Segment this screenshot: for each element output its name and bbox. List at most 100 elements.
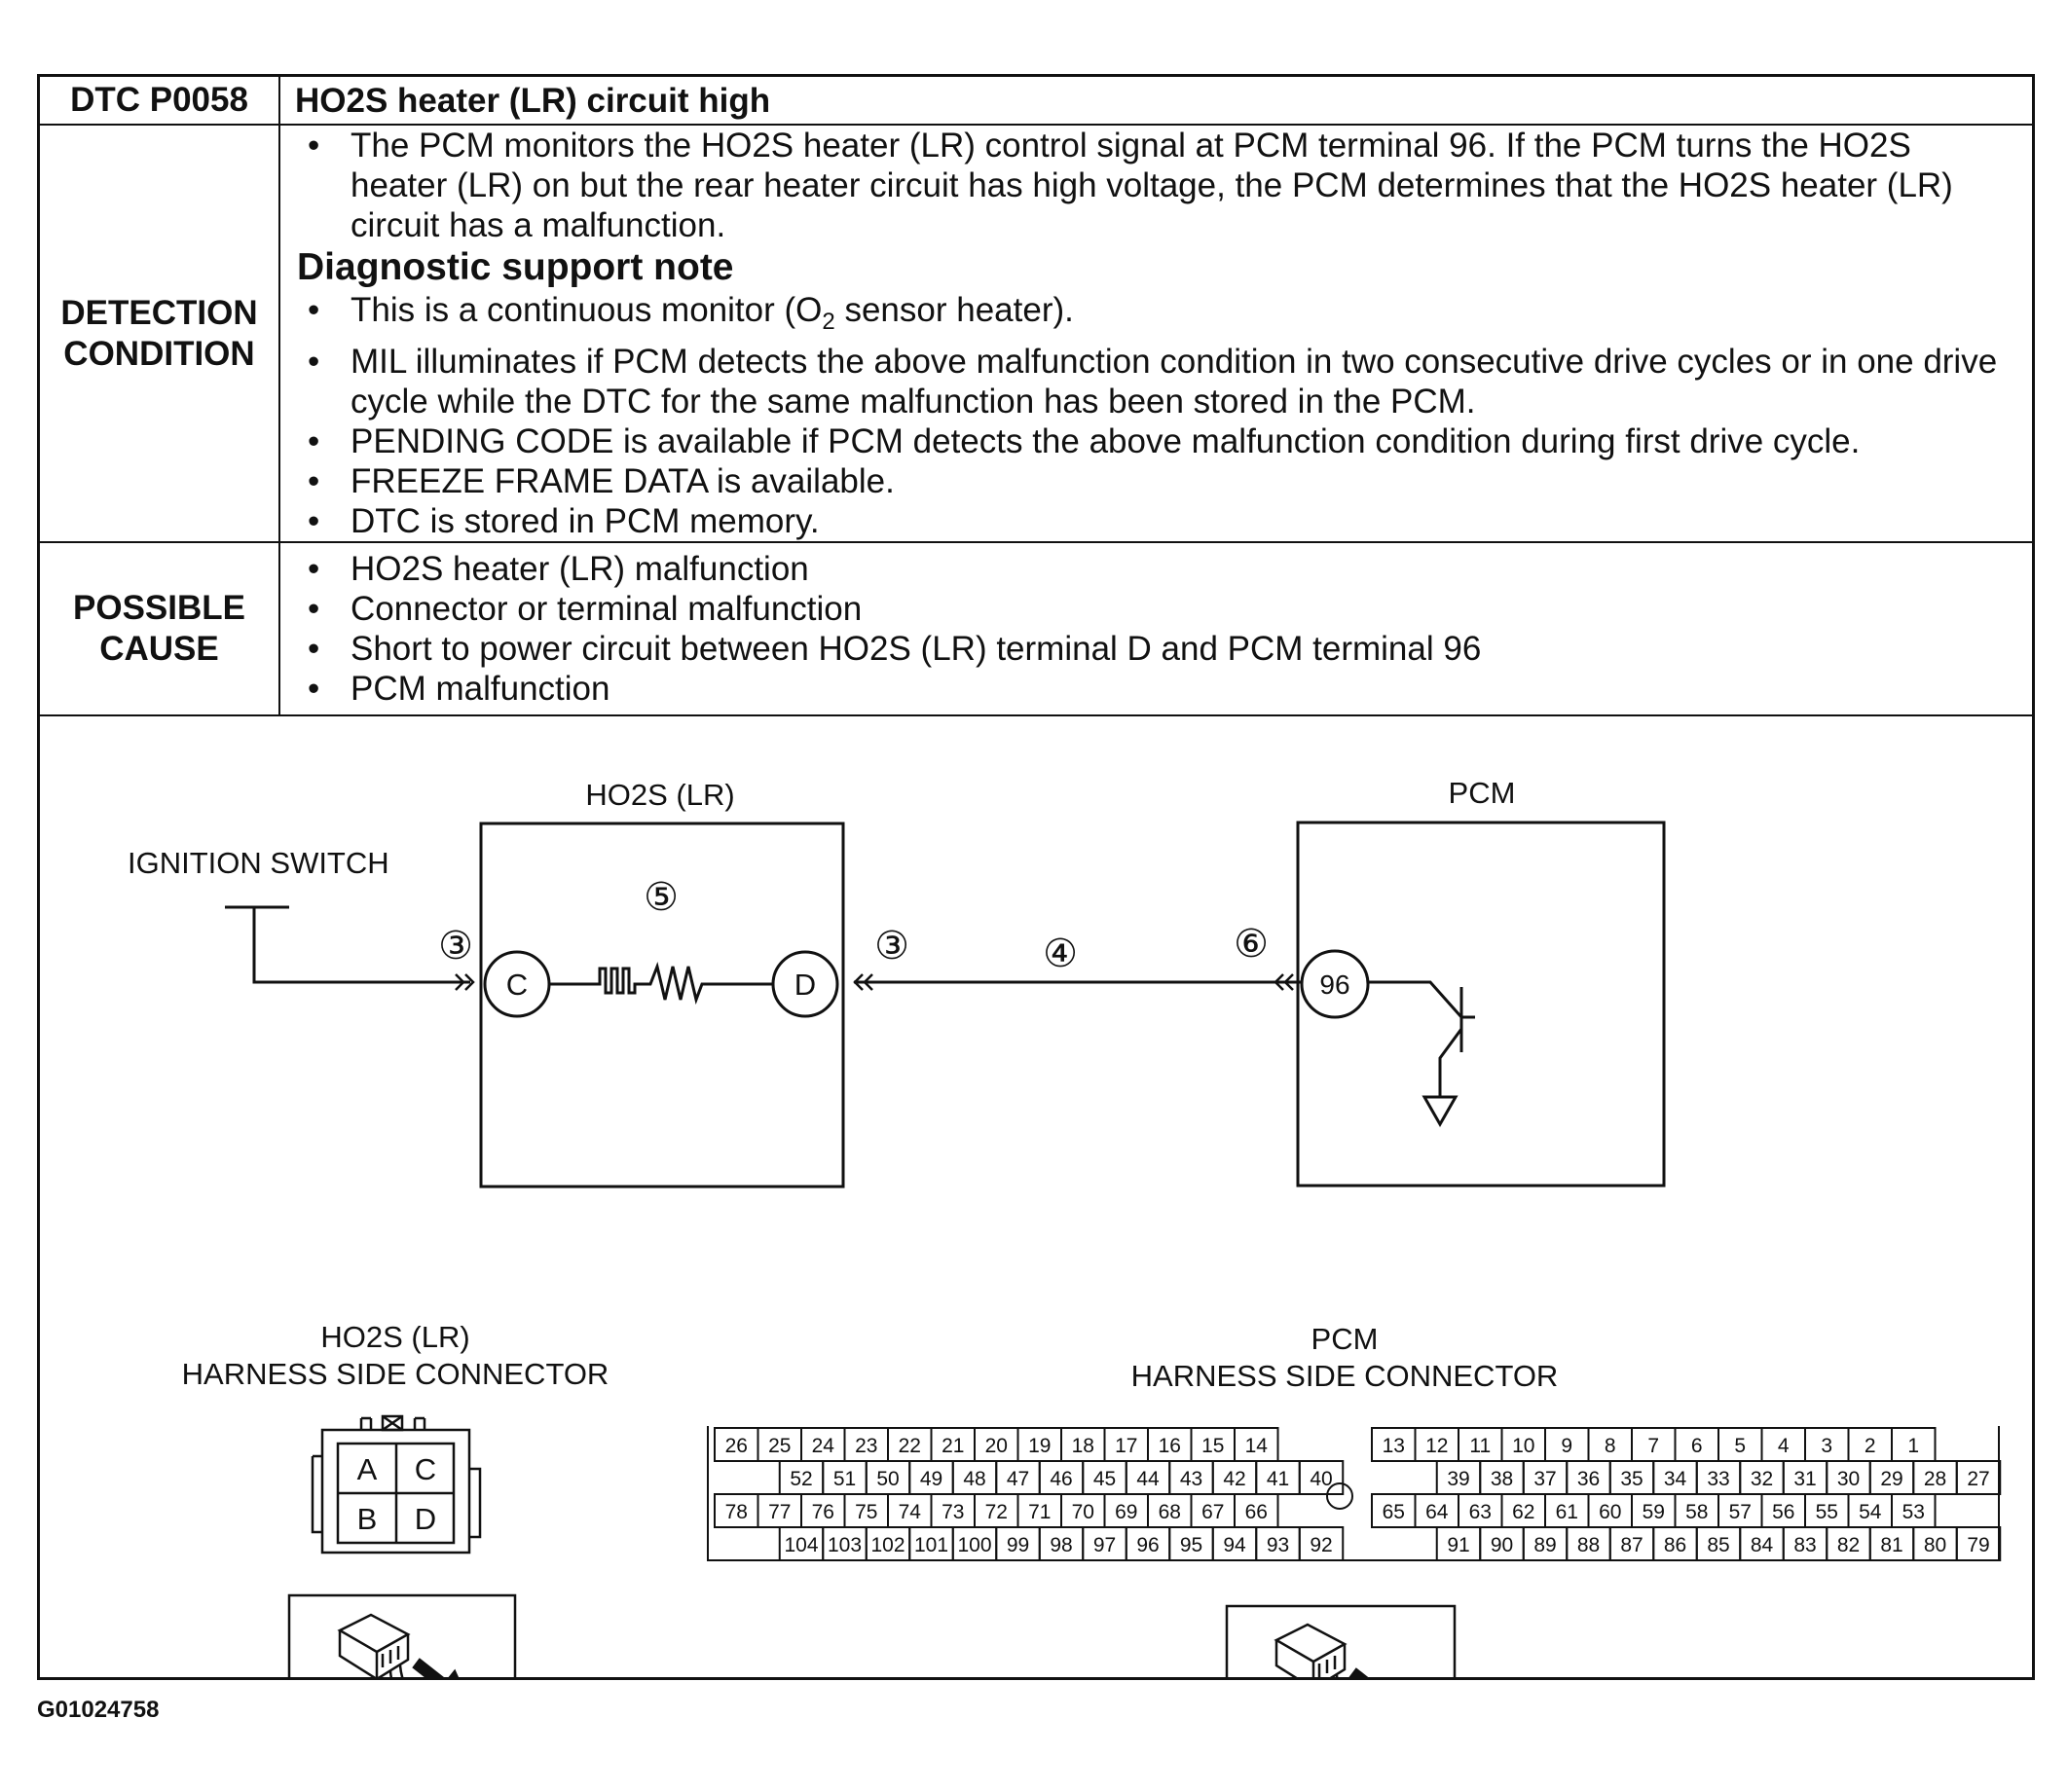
pcm-pin-label: 102 <box>870 1534 905 1556</box>
pcm-pin-label: 69 <box>1115 1501 1137 1523</box>
list-item: MIL illuminates if PCM detects the above… <box>295 342 2016 421</box>
pcm-pin-label: 11 <box>1469 1435 1491 1457</box>
pcm-pin-label: 79 <box>1967 1534 1989 1556</box>
list-item: This is a continuous monitor (O2 sensor … <box>295 290 2016 342</box>
ho2s-connector-face <box>311 1414 482 1554</box>
pcm-pin-label: 39 <box>1447 1468 1469 1490</box>
pcm-pin-label: 81 <box>1880 1534 1902 1556</box>
pcm-pin-label: 45 <box>1093 1468 1116 1490</box>
heater-element <box>549 961 773 1006</box>
pcm-pin-label: 104 <box>784 1534 818 1556</box>
list-item: DTC is stored in PCM memory. <box>295 501 2016 541</box>
callout-4: ④ <box>1043 933 1078 975</box>
pcm-pin-label: 56 <box>1772 1501 1794 1523</box>
transistor-symbol <box>1368 980 1475 1128</box>
pcm-connector-outline <box>707 1426 2000 1561</box>
pcm-pin-label: 87 <box>1620 1534 1643 1556</box>
pcm-pin-label: 31 <box>1793 1468 1816 1490</box>
callout-6: ⑥ <box>1234 923 1269 966</box>
pcm-pin-label: 7 <box>1647 1435 1659 1457</box>
support-note-list: This is a continuous monitor (O2 sensor … <box>295 290 2016 541</box>
pcm-pin-label: 65 <box>1383 1501 1405 1523</box>
pcm-pin-label: 46 <box>1050 1468 1072 1490</box>
pcm-pin-label: 19 <box>1028 1435 1051 1457</box>
pcm-pin-label: 16 <box>1159 1435 1181 1457</box>
pcm-pin-label: 98 <box>1050 1534 1072 1556</box>
terminal-96-label: 96 <box>1319 969 1349 1000</box>
pcm-pin-label: 4 <box>1778 1435 1790 1457</box>
dtc-table: DTC P0058 HO2S heater (LR) circuit high … <box>40 77 2032 716</box>
pcm-pin-cell <box>1298 1460 1345 1495</box>
pcm-pin-label: 3 <box>1821 1435 1832 1457</box>
pcm-pin-label: 54 <box>1859 1501 1882 1523</box>
pcm-pin-label: 64 <box>1425 1501 1449 1523</box>
pcm-pin-label: 27 <box>1967 1468 1989 1490</box>
pcm-pin-label: 82 <box>1837 1534 1860 1556</box>
pcm-connector-key <box>1326 1482 1353 1510</box>
pcm-pin-label: 77 <box>768 1501 791 1523</box>
pcm-view-icon-frame <box>1225 1604 1457 1677</box>
pcm-pin-label: 66 <box>1245 1501 1268 1523</box>
pcm-pin-label: 28 <box>1924 1468 1946 1490</box>
pcm-pin-label: 25 <box>768 1435 791 1457</box>
pcm-pin-label: 32 <box>1751 1468 1773 1490</box>
pcm-pin-label: 10 <box>1512 1435 1534 1457</box>
pcm-pin-label: 37 <box>1533 1468 1556 1490</box>
pcm-pin-label: 55 <box>1816 1501 1838 1523</box>
ho2s-box <box>479 822 845 1189</box>
pcm-pin-label: 95 <box>1180 1534 1202 1556</box>
pcm-pin-label: 70 <box>1072 1501 1094 1523</box>
pcm-pin-label: 68 <box>1159 1501 1181 1523</box>
pcm-pin-label: 71 <box>1028 1501 1051 1523</box>
pcm-pin-label: 76 <box>812 1501 834 1523</box>
ho2s-pin-d: D <box>415 1502 436 1536</box>
pcm-pin-label: 14 <box>1245 1435 1269 1457</box>
ho2s-title: HO2S (LR) <box>585 778 734 812</box>
pcm-pin-label: 30 <box>1837 1468 1860 1490</box>
pcm-pin-label: 96 <box>1136 1534 1159 1556</box>
pcm-pin-label: 50 <box>876 1468 899 1490</box>
pcm-pin-label: 88 <box>1577 1534 1600 1556</box>
pcm-pin-label: 59 <box>1643 1501 1665 1523</box>
pcm-pin-label: 6 <box>1691 1435 1703 1457</box>
list-item: PCM malfunction <box>295 669 2016 709</box>
pcm-pin-label: 53 <box>1902 1501 1925 1523</box>
ho2s-view-icon-frame <box>287 1593 517 1677</box>
dtc-sheet: DTC P0058 HO2S heater (LR) circuit high … <box>37 74 2035 1680</box>
pcm-pin-label: 15 <box>1201 1435 1224 1457</box>
pcm-pin-label: 99 <box>1007 1534 1029 1556</box>
pcm-pin-label: 8 <box>1605 1435 1616 1457</box>
pcm-connector-title-1: PCM <box>1311 1322 1379 1356</box>
dtc-code: DTC P0058 <box>40 77 280 126</box>
pcm-pin-label: 78 <box>725 1501 748 1523</box>
pcm-pin-label: 67 <box>1201 1501 1224 1523</box>
pcm-pin-label: 33 <box>1707 1468 1729 1490</box>
callout-5: ⑤ <box>644 876 679 919</box>
pcm-pin-label: 94 <box>1223 1534 1246 1556</box>
possible-cause-label: POSSIBLE CAUSE <box>40 542 280 716</box>
pcm-pin-label: 18 <box>1072 1435 1094 1457</box>
pcm-pin-label: 23 <box>855 1435 877 1457</box>
pcm-pin-label: 5 <box>1734 1435 1746 1457</box>
pcm-pin-label: 2 <box>1865 1435 1876 1457</box>
pcm-pin-label: 13 <box>1383 1435 1405 1457</box>
pcm-pin-label: 89 <box>1533 1534 1556 1556</box>
dtc-header-row: DTC P0058 HO2S heater (LR) circuit high <box>40 77 2032 126</box>
pcm-pin-label: 26 <box>725 1435 748 1457</box>
pcm-box <box>1296 821 1666 1188</box>
pcm-pin-label: 63 <box>1469 1501 1492 1523</box>
list-item: HO2S heater (LR) malfunction <box>295 549 2016 589</box>
pcm-pin-label: 100 <box>957 1534 991 1556</box>
pcm-pin-label: 52 <box>790 1468 812 1490</box>
terminal-d-label: D <box>794 968 816 1002</box>
detection-condition-row: DETECTION CONDITION The PCM monitors the… <box>40 125 2032 543</box>
pcm-pin-label: 85 <box>1707 1534 1729 1556</box>
pcm-pin-label: 42 <box>1223 1468 1245 1490</box>
pcm-pin-label: 1 <box>1907 1435 1919 1457</box>
pcm-pin-label: 75 <box>855 1501 877 1523</box>
pcm-pin-label: 47 <box>1007 1468 1029 1490</box>
pcm-pin-label: 91 <box>1447 1534 1469 1556</box>
connector-arrow-d <box>853 973 873 991</box>
pcm-connector-title-2: HARNESS SIDE CONNECTOR <box>1131 1359 1559 1393</box>
